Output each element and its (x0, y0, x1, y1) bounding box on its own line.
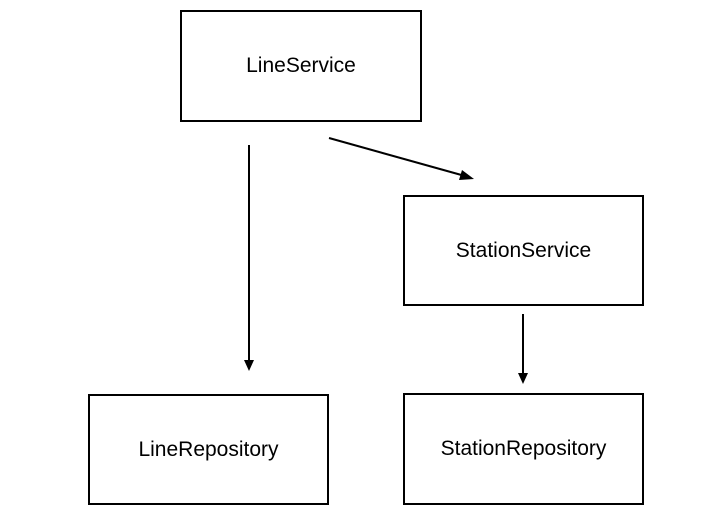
station-repository-label: StationRepository (440, 437, 607, 460)
station-repository-node: StationRepository (403, 393, 644, 505)
line-service-node: LineService (180, 10, 422, 122)
edge-lineservice-to-stationservice (328, 137, 474, 180)
line-repository-node: LineRepository (88, 394, 329, 505)
edge-lineservice-to-linerepository (244, 145, 254, 371)
line-repository-label: LineRepository (138, 437, 279, 461)
line-service-label: LineService (246, 54, 356, 77)
edge-stationservice-to-stationrepository (518, 314, 528, 384)
station-service-label: StationService (455, 238, 592, 262)
station-service-node: StationService (403, 195, 644, 306)
